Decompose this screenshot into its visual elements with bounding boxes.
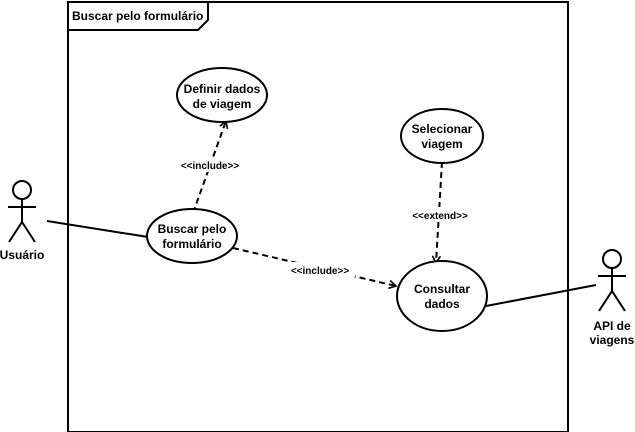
use-case-definir-line1: Definir dados <box>184 82 261 96</box>
use-case-definir-dados-de-viagem[interactable]: Definir dados de viagem <box>176 67 268 123</box>
actor-api-label-line2: viagens <box>590 333 635 347</box>
actor-right-leg <box>21 221 36 243</box>
extend-selecionar-label-bg <box>404 207 476 222</box>
actor-left-leg <box>8 221 23 243</box>
use-case-consultar-line2: dados <box>424 297 460 311</box>
include-consultar-label: <<include>> <box>291 266 350 277</box>
include-definir-label: <<include>> <box>181 161 240 172</box>
include-definir-label-bg <box>172 157 248 172</box>
actor-head <box>602 249 622 269</box>
actor-head <box>12 180 32 200</box>
use-case-buscar-line1: Buscar pelo <box>158 222 227 236</box>
association-consultar-api <box>485 284 597 307</box>
frame-title: Buscar pelo formulário <box>72 9 203 23</box>
actor-usuario-label: Usuário <box>0 248 44 262</box>
actor-api-label-line1: API de <box>593 319 631 333</box>
use-case-buscar-pelo-formulario[interactable]: Buscar pelo formulário <box>146 208 238 264</box>
actor-usuario[interactable]: Usuário <box>0 180 44 262</box>
use-case-selecionar-line1: Selecionar <box>412 122 473 136</box>
frame-title-tab <box>68 2 209 31</box>
actor-right-leg <box>611 290 626 312</box>
include-definir-arrow <box>192 119 229 214</box>
use-case-definir-line2: de viagem <box>193 97 252 111</box>
use-case-buscar-line2: formulário <box>162 237 221 251</box>
actor-left-leg <box>598 290 613 312</box>
association-usuario-buscar <box>46 220 149 238</box>
use-case-selecionar-line2: viagem <box>421 137 462 151</box>
extend-selecionar-label: <<extend>> <box>412 211 468 222</box>
use-case-consultar-dados[interactable]: Consultar dados <box>396 260 488 332</box>
system-frame: Buscar pelo formulário <box>67 1 569 432</box>
actor-api-de-viagens[interactable]: API de viagens <box>590 249 635 347</box>
use-case-consultar-line1: Consultar <box>414 282 470 296</box>
include-consultar-label-bg <box>285 262 355 277</box>
use-case-selecionar-viagem[interactable]: Selecionar viagem <box>400 108 484 164</box>
